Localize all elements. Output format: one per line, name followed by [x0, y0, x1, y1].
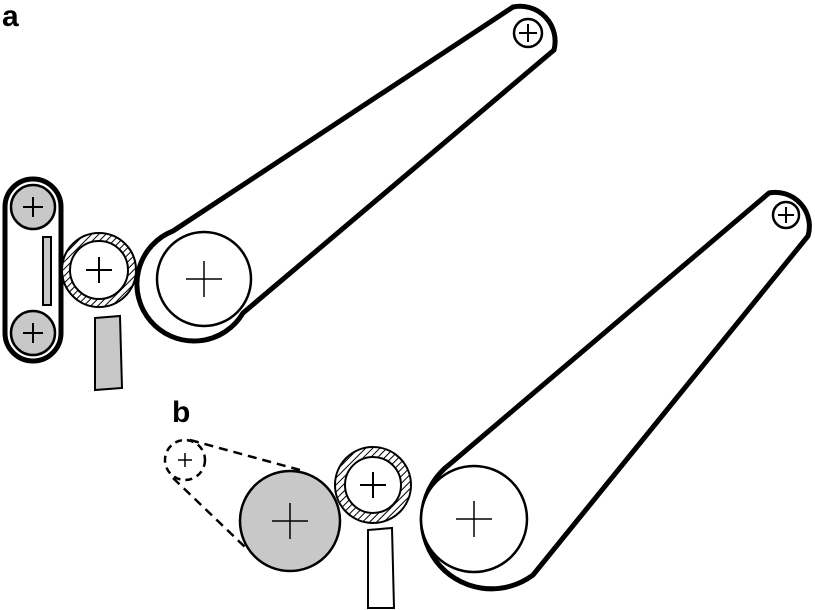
panel-b-large-pulley-axis-icon: [456, 501, 492, 537]
panel-b-small-pulley-axis-icon: [778, 207, 794, 223]
panel-b-roller-axis-icon: [360, 472, 386, 498]
panel-b-label: b: [172, 396, 190, 429]
panel-a-top-pulley-axis-icon: [23, 197, 43, 217]
panel-a-support-blade: [94, 314, 124, 392]
panel-b-support-blade: [367, 526, 396, 609]
panel-b-hatched-roller: [334, 446, 412, 524]
panel-a-label: a: [2, 0, 19, 33]
panel-b-dashed-belt-assembly: [163, 438, 301, 549]
panel-b-gray-roller-axis-icon: [272, 503, 308, 539]
panel-b-gray-roller: [238, 469, 342, 573]
panel-b-dashed-belt-lower: [172, 477, 247, 549]
panel-a-roller-axis-icon: [86, 257, 112, 283]
panel-b-long-belt-assembly: [419, 189, 812, 592]
panel-a-long-belt-assembly: [134, 3, 558, 344]
panel-a-large-pulley-axis-icon: [186, 261, 222, 297]
panel-a-belt-contact-plate: [42, 236, 52, 306]
panel-a-bottom-pulley-axis-icon: [23, 323, 43, 343]
panel-b-dashed-belt-upper: [189, 438, 301, 472]
panel-a-vertical-belt-assembly: [2, 176, 64, 364]
panel-a-small-pulley-axis-icon: [519, 24, 537, 42]
panel-a-hatched-roller: [61, 232, 137, 308]
panel-b-idler-axis-icon: [178, 453, 192, 467]
